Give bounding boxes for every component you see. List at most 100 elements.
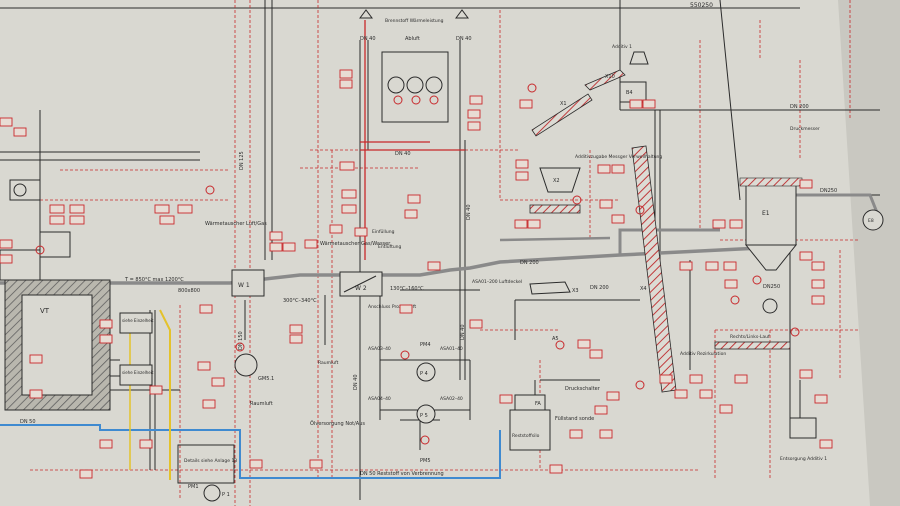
- motor-symbols: [35, 83, 800, 445]
- entlueftung-label: Entlüftung: [378, 244, 402, 250]
- dn40-c-label: DN 40: [460, 324, 466, 340]
- residue-line-blue: [0, 424, 501, 479]
- gauge-gm1: [387, 76, 405, 94]
- oil-lines: [360, 20, 465, 260]
- abfuell-label: Einfüllung: [372, 229, 395, 235]
- signal-lines: [30, 0, 860, 506]
- wm-unit-label: Wärmetauscher Luft/Gas: [205, 221, 267, 227]
- e8-label: E8: [868, 218, 874, 224]
- pipe-section-x3: [529, 281, 571, 295]
- b4-label: B4: [626, 90, 633, 96]
- fa-label: FA: [535, 401, 541, 407]
- x1-label: X1: [560, 101, 567, 107]
- silo-top-unit: [514, 394, 546, 411]
- dn200-label: DN 200: [790, 104, 809, 110]
- pump-p4: [416, 362, 436, 382]
- w1-label: W 1: [238, 282, 250, 289]
- additiv-rezir-label: Additiv Rezirkulation: [680, 351, 726, 357]
- anschluss-label: Anschluss Prozessluft: [368, 304, 416, 310]
- pump-p5: [416, 404, 436, 424]
- size-800-label: 800x800: [178, 288, 200, 294]
- instrument-tags: [0, 69, 833, 479]
- pump-p1: [203, 484, 221, 502]
- temp-300-label: 300°C–340°C: [283, 298, 317, 304]
- details-label: Details siehe Anlage 13: [184, 458, 237, 464]
- residue-silo: [509, 409, 551, 451]
- fan-e8: [862, 209, 884, 231]
- fan-gm5: [234, 353, 258, 377]
- pm4-label: PM4: [420, 342, 431, 348]
- p5-label: P 5: [420, 413, 428, 419]
- x10-label: X10: [605, 74, 615, 80]
- dn250-label: DN250: [820, 188, 837, 194]
- temp-range-label: T = 850°C max 1200°C: [124, 277, 184, 283]
- asa-d-label: ASA04–40: [368, 396, 391, 402]
- vent-arrow-left: [359, 9, 373, 19]
- dn40-f-label: DN 40: [456, 36, 472, 42]
- additiv-top-label: Additiv 1: [612, 44, 632, 50]
- waermetauscher-gw-label: Wärmetauscher Gas/Wasser: [320, 241, 391, 247]
- dn40-d-label: DN 40: [395, 151, 411, 157]
- left-blower-box: [39, 231, 71, 258]
- reststoffsilo-label: Reststoffsilo: [512, 433, 540, 439]
- dn40-e-label: DN 40: [360, 36, 376, 42]
- temp-130-label: 130°C–160°C: [390, 286, 424, 292]
- pm1-label: PM1: [188, 484, 199, 490]
- x4-label: X4: [640, 286, 647, 292]
- gauge-gm2: [406, 76, 424, 94]
- dn150-label: DN 150: [238, 331, 244, 350]
- siebe2-label: siehe Einzelheit: [122, 370, 154, 375]
- recirc-duct: [499, 236, 611, 242]
- x2-label: X2: [553, 178, 560, 184]
- detail-box-b: [119, 364, 153, 386]
- bottom-line-label: DN 50 Reststoff von Verbrennung: [360, 471, 444, 477]
- oelversorg-label: Ölversorgung Not/Aus: [310, 420, 365, 427]
- heat-exchanger-w1: [231, 269, 265, 297]
- screw-conveyor-x1: [531, 93, 593, 137]
- rotary-valve: [762, 298, 778, 314]
- druckmesser-label: Druckmesser: [790, 126, 820, 132]
- rechts-links-label: Rechts/Links-Lauf: [730, 334, 770, 340]
- dn40-b-label: DN 40: [466, 204, 472, 220]
- dosing-screw: [529, 204, 581, 214]
- vent-arrow-right: [455, 9, 469, 19]
- disposal-container: [789, 417, 817, 439]
- header-code: 550250: [690, 2, 713, 9]
- furnace-vt: VT: [0, 249, 111, 411]
- raumluft2-label: Raumluft: [318, 360, 339, 366]
- paper-shadow-right: [838, 0, 900, 506]
- yellow-line: [159, 309, 171, 480]
- dn50-label: DN 50: [20, 419, 36, 425]
- pm5-label: PM5: [420, 458, 431, 464]
- bin-b4: [619, 81, 647, 103]
- oil-burner-panel: [381, 51, 449, 123]
- w2-diag: [343, 275, 377, 293]
- gauge-gm3: [425, 76, 443, 94]
- filter-hopper: [744, 244, 798, 271]
- entsorgung-label: Entsorgung Additiv 1: [780, 456, 827, 462]
- left-valve-circle: [13, 183, 27, 197]
- asa-a-label: ASA01–40: [440, 346, 463, 352]
- dn40-a-label: DN 40: [353, 374, 359, 390]
- p4-label: P 4: [420, 371, 428, 377]
- filter-header: [739, 177, 803, 187]
- detail-box-a: [119, 312, 153, 334]
- abluft-top-label: Abluft: [405, 36, 420, 42]
- hopper-x2: [539, 167, 581, 193]
- druckschalter-label: Druckschalter: [565, 386, 601, 392]
- aus200-label: ASA01–200 Luftdeckel: [472, 279, 522, 285]
- e1-label: E1: [762, 210, 770, 217]
- fuellstand-label: Füllstand sonde: [555, 416, 594, 422]
- dn200b-label: DN 200: [520, 260, 539, 266]
- additiv-dos-label: Additivzugabe Messger Verweilhaltung: [575, 154, 662, 160]
- asa-c-label: ASA03–40: [368, 346, 391, 352]
- additiv-sack: [629, 51, 649, 65]
- w2-label: W 2: [355, 285, 367, 292]
- duct-to-filter: [618, 228, 720, 255]
- x3-label: X3: [572, 288, 579, 294]
- dn125-label: DN 125: [239, 151, 245, 170]
- dn200c-label: DN 200: [590, 285, 609, 291]
- bag-filter-e1: [745, 184, 797, 246]
- p1-label: P 1: [222, 492, 230, 498]
